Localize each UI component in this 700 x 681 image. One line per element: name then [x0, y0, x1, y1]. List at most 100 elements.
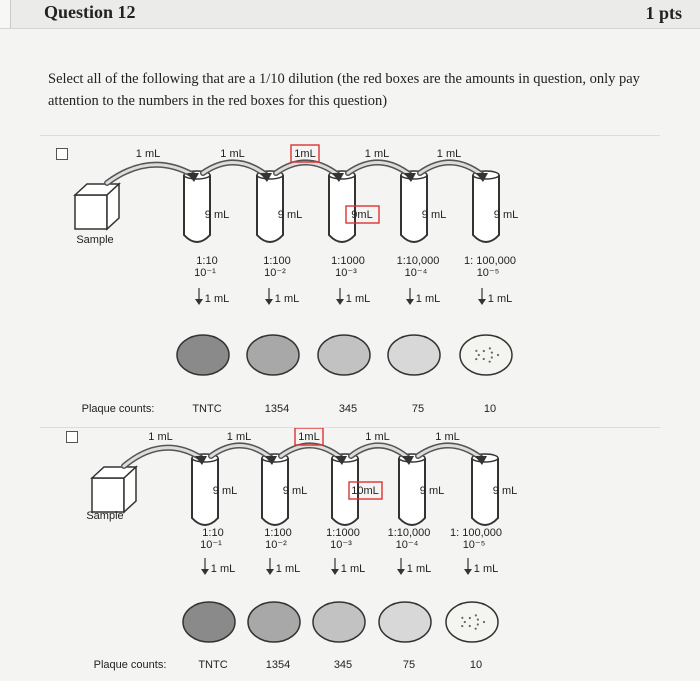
plaque-count: 345 — [339, 403, 357, 415]
plate-arrowhead — [336, 299, 344, 305]
test-tube — [328, 175, 356, 243]
sample-label: Sample — [86, 510, 123, 522]
plaque-dot — [482, 349, 485, 353]
dilution-ratio: 1:10,000 — [388, 527, 431, 539]
plate-volume-label: 1 mL — [474, 563, 498, 575]
arrowhead — [260, 173, 272, 182]
plaque-counts-label: Plaque counts: — [82, 403, 155, 415]
plaque-dot — [482, 357, 485, 361]
test-tube — [331, 458, 359, 526]
dilution-power: 10⁻⁵ — [477, 267, 500, 279]
plate-volume-label: 1 mL — [205, 293, 229, 305]
plaque-count: 1354 — [266, 659, 290, 671]
arrowhead — [476, 173, 488, 182]
plate-volume-label: 1 mL — [416, 293, 440, 305]
question-prompt: Select all of the following that are a 1… — [48, 71, 640, 109]
test-tube — [183, 175, 211, 243]
transfer-volume-label: 1 mL — [435, 431, 459, 443]
diluent-volume-label: 9 mL — [422, 209, 446, 221]
plaque-dot — [474, 627, 477, 630]
sample-box-side — [106, 182, 120, 231]
plate-arrowhead — [478, 299, 486, 305]
test-tube — [256, 175, 284, 243]
test-tube — [400, 175, 428, 243]
diluent-volume-label: 9 mL — [420, 485, 444, 497]
dilution-ratio: 1:10 — [202, 527, 223, 539]
answer-checkbox-1[interactable] — [56, 148, 68, 160]
petri-plate — [317, 334, 371, 376]
diluent-volume-label: 9 mL — [213, 485, 237, 497]
dilution-power: 10⁻¹ — [194, 267, 216, 279]
dilution-power: 10⁻⁵ — [463, 539, 486, 551]
petri-plate — [312, 601, 366, 643]
plate-arrowhead — [265, 299, 273, 305]
arrowhead — [335, 456, 347, 465]
transfer-volume-label: 1 mL — [136, 148, 160, 160]
plaque-dot — [496, 353, 500, 357]
question-points: 1 pts — [645, 3, 682, 23]
sample-box — [74, 194, 108, 230]
plate-volume-label: 1 mL — [407, 563, 431, 575]
dilution-ratio: 1: 100,000 — [464, 255, 516, 267]
dilution-power: 10⁻³ — [330, 539, 352, 551]
transfer-volume-label: 1 mL — [365, 148, 389, 160]
arrowhead — [195, 456, 207, 465]
plate-volume-label: 1 mL — [275, 293, 299, 305]
plaque-dot — [461, 624, 464, 628]
transfer-volume-label: 1 mL — [437, 148, 461, 160]
transfer-arrow-highlight — [122, 446, 203, 468]
question-title: Question 12 — [44, 2, 136, 22]
diluent-volume-label: 9 mL — [278, 209, 302, 221]
dilution-ratio: 1:100 — [263, 255, 291, 267]
transfer-arrow-highlight — [105, 163, 195, 185]
dilution-power: 10⁻² — [265, 539, 287, 551]
petri-plate — [387, 334, 441, 376]
plaque-count: 10 — [470, 659, 482, 671]
dilution-ratio: 1:10 — [196, 255, 217, 267]
dilution-ratio: 1: 100,000 — [450, 527, 502, 539]
arrowhead — [265, 456, 277, 465]
divider — [40, 135, 660, 136]
dilution-ratio: 1:100 — [264, 527, 292, 539]
petri-plate — [378, 601, 432, 643]
answer-checkbox-2[interactable] — [66, 431, 78, 443]
petri-plate — [246, 334, 300, 376]
question-header: Question 12 1 pts — [0, 0, 700, 29]
arrowhead — [475, 456, 487, 465]
transfer-volume-label: 1 mL — [365, 431, 389, 443]
petri-plate — [459, 334, 513, 376]
dilution-power: 10⁻³ — [335, 267, 357, 279]
plaque-count: 75 — [412, 403, 424, 415]
plaque-dot — [475, 349, 478, 352]
plaque-dot — [468, 616, 471, 620]
plate-arrowhead — [397, 569, 405, 575]
plaque-dot — [475, 357, 478, 361]
header-tab — [0, 0, 11, 28]
plaque-dot — [463, 620, 466, 624]
transfer-volume-label: 1 mL — [227, 431, 251, 443]
red-box-transfer — [290, 144, 320, 163]
plate-arrowhead — [195, 299, 203, 305]
petri-plate — [176, 334, 230, 376]
plaque-count: 345 — [334, 659, 352, 671]
plaque-counts-label: Plaque counts: — [94, 659, 167, 671]
diluent-volume-label: 9 mL — [283, 485, 307, 497]
sample-box — [91, 477, 125, 513]
plate-volume-label: 1 mL — [341, 563, 365, 575]
transfer-arrow-highlight — [201, 161, 268, 177]
plaque-dot — [476, 618, 479, 621]
transfer-arrow-highlight — [349, 444, 410, 460]
petri-plate — [445, 601, 499, 643]
dilution-power: 10⁻⁴ — [396, 539, 419, 551]
plate-arrowhead — [331, 569, 339, 575]
plaque-dot — [468, 624, 471, 628]
diluent-volume-label: 9 mL — [205, 209, 229, 221]
plate-arrowhead — [266, 569, 274, 575]
plaque-dot — [461, 616, 464, 619]
test-tube — [398, 458, 426, 526]
dilution-ratio: 1:1000 — [326, 527, 360, 539]
diluent-volume-label: 9mL — [351, 209, 372, 221]
dilution-ratio: 1:1000 — [331, 255, 365, 267]
petri-plate — [247, 601, 301, 643]
plaque-count: TNTC — [192, 403, 221, 415]
